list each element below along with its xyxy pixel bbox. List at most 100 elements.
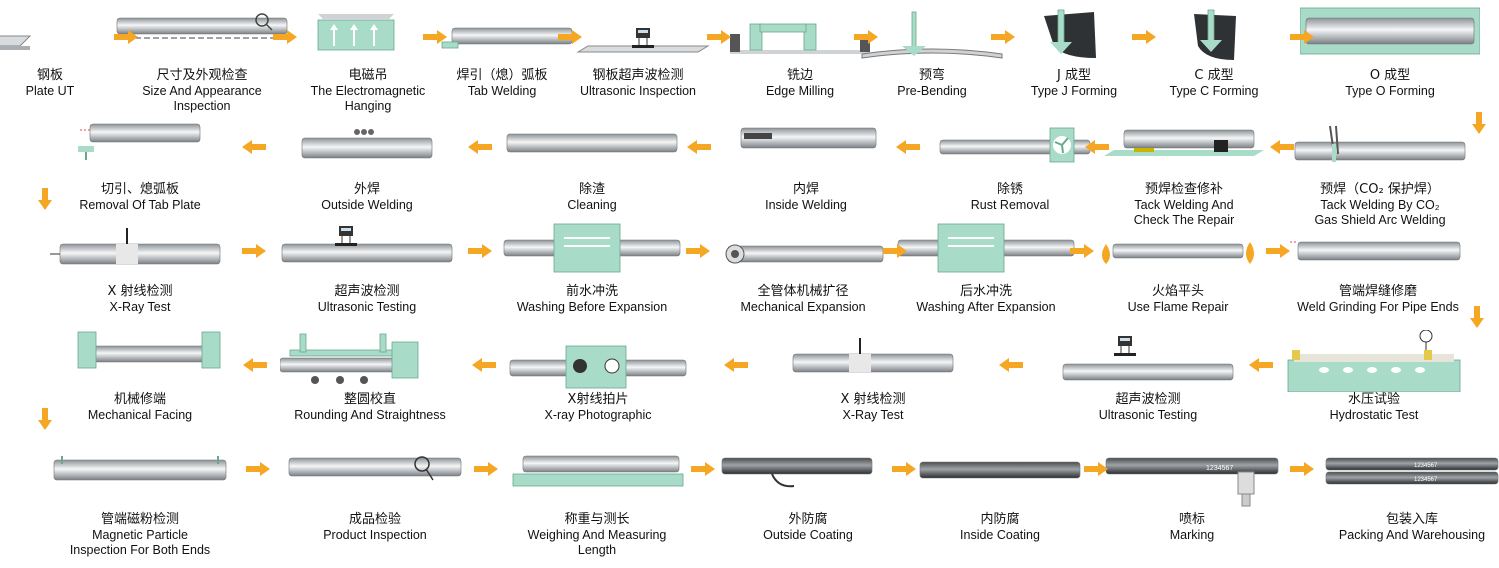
flow-arrow-icon [1132,30,1156,44]
product-inspection-icon [285,450,465,512]
step-label-en: X-Ray Test [109,300,171,314]
weighing-icon [507,450,687,512]
flow-arrow-icon [707,30,731,44]
step-label-cn: 外防腐 [788,512,828,527]
flow-arrow-icon [892,462,916,476]
step-label-en: Outside Welding [321,198,413,212]
xray-test-2-icon [783,330,963,392]
step-label-cn: 钢板 [36,68,63,83]
step-label-en: Inside Coating [960,528,1040,542]
flow-arrow-icon [1266,244,1290,258]
step-label-cn: 除渣 [578,182,605,197]
step-label-cn: 后水冲洗 [959,284,1012,299]
mechanical-expansion-icon [713,222,893,284]
flow-arrow-icon [854,30,878,44]
step-label-cn: 预弯 [918,68,945,83]
tack-check-icon [1094,120,1274,182]
flow-arrow-icon [687,140,711,154]
step-label-cn: 全管体机械扩径 [757,284,849,299]
step-label-cn: 内防腐 [980,512,1020,527]
step-label-cn: 预焊（CO₂ 保护焊） [1320,182,1440,197]
step-label-en: Type J Forming [1030,84,1118,98]
step-label-en: Ultrasonic Testing [1098,408,1198,422]
step-label-en: Pre-Bending [897,84,967,98]
step-label-cn: 尺寸及外观检查 [156,68,248,83]
washing-before-icon [502,222,682,284]
step-label-cn: 水压试验 [1347,392,1400,407]
weld-grinding-icon [1288,222,1468,284]
marking-icon: 1234567 [1102,450,1282,512]
step-label-en: Rust Removal [970,198,1050,212]
flow-arrow-icon [998,358,1023,372]
step-label-cn: 内焊 [792,182,819,197]
step-label-en: X-ray Photographic [544,408,652,422]
step-label-cn: 铣边 [786,68,813,83]
step-label-cn: 喷标 [1178,512,1205,527]
flow-arrow-icon [423,30,447,44]
edge-milling-icon [710,6,890,68]
flow-arrow-icon [243,358,267,372]
step-label-en: Washing Before Expansion [516,300,668,314]
flow-arrow-icon [467,140,492,154]
step-label-cn: 预焊检查修补 [1144,182,1223,197]
flow-arrow-icon [245,462,270,476]
mechanical-facing-icon [50,330,230,392]
hydrostatic-icon [1284,330,1464,392]
ultrasonic-testing-2-icon [1058,330,1238,392]
flow-arrow-icon [1070,244,1094,258]
step-label-cn: 超声波检测 [1115,392,1181,407]
step-label-cn: 切引、熄弧板 [100,182,179,197]
step-label-cn: 除锈 [996,182,1023,197]
flow-arrow-icon [1290,30,1314,44]
step-label-cn: 管端焊缝修磨 [1338,284,1417,299]
step-label-cn: 超声波检测 [334,284,400,299]
step-label-cn: 钢板超声波检测 [592,68,684,83]
step-label-en: Removal Of Tab Plate [79,198,201,212]
flow-arrow-icon [723,358,748,372]
xray-test-icon [50,222,230,284]
step-label-en: Tack Welding And Check The Repair [1133,198,1235,227]
steel-plate-icon [0,6,140,68]
inside-coating-icon [910,450,1090,512]
flow-arrow-icon [690,462,715,476]
step-label-en: Product Inspection [323,528,427,542]
o-forming-icon [1300,6,1480,68]
step-label-cn: X射线拍片 [567,392,629,407]
step-label-en: Cleaning [567,198,617,212]
step-label-en: Weighing And Measuring Length [527,528,667,557]
step-label-en: Washing After Expansion [916,300,1056,314]
flow-arrow-icon [896,140,920,154]
rounding-icon [280,330,460,392]
outside-welding-icon [277,120,457,182]
step-label-en: Type C Forming [1169,84,1259,98]
step-label-en: Inside Welding [765,198,847,212]
rust-removal-icon [920,120,1100,182]
process-step: 预焊（CO₂ 保护焊）Tack Welding By CO₂ Gas Shiel… [1290,120,1470,228]
flame-repair-icon [1088,222,1268,284]
flow-arrow-icon [38,408,52,430]
tab-removal-icon [50,120,230,182]
step-label-cn: O 成型 [1369,68,1411,83]
step-label-en: Rounding And Straightness [294,408,446,422]
flow-arrow-icon [685,244,710,258]
